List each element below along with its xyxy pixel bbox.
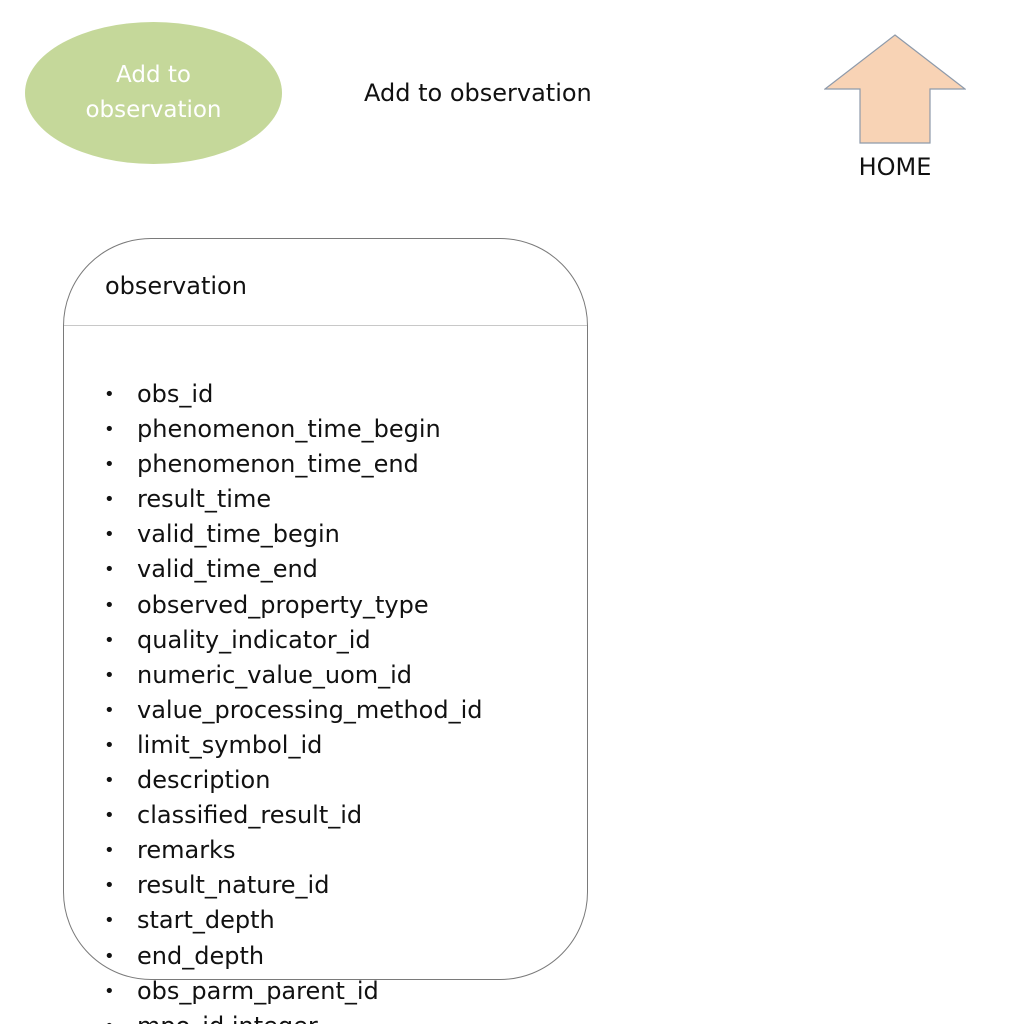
add-to-observation-button[interactable]: Add to observation (25, 22, 282, 164)
page-title: Add to observation (364, 79, 592, 107)
entity-field-name: classified_result_id (137, 801, 363, 830)
entity-field-name: obs_parm_parent_id (137, 976, 379, 1005)
home-label[interactable]: HOME (858, 153, 932, 181)
entity-field-name: remarks (137, 836, 236, 865)
home-arrow-shape (824, 34, 966, 144)
home-arrow-icon[interactable] (824, 34, 966, 146)
bullet-icon: • (104, 1009, 115, 1024)
bullet-icon: • (104, 770, 115, 792)
entity-field-name: result_nature_id (137, 871, 330, 900)
bullet-icon: • (104, 489, 115, 511)
bullet-icon: • (104, 875, 115, 897)
bullet-icon: • (104, 945, 115, 967)
entity-divider (64, 325, 587, 326)
add-to-observation-button-label: Add to observation (85, 62, 222, 123)
entity-field-name: quality_indicator_id (137, 625, 371, 654)
bullet-icon: • (104, 524, 115, 546)
entity-field-name: obs_id (137, 380, 214, 408)
bullet-icon: • (104, 629, 115, 651)
entity-field-name: observed_property_type (137, 590, 429, 619)
bullet-icon: • (104, 910, 115, 932)
bullet-icon: • (104, 454, 115, 476)
entity-field-name: numeric_value_uom_id (137, 660, 413, 689)
entity-field-name: result_time (137, 485, 272, 514)
entity-title: observation (105, 272, 247, 300)
entity-field-name: valid_time_end (137, 555, 318, 584)
entity-field-name: valid_time_begin (137, 520, 340, 549)
entity-field-name: phenomenon_time_begin (137, 415, 441, 444)
bullet-icon: • (104, 699, 115, 721)
entity-field-name: end_depth (137, 941, 265, 970)
entity-field-name: description (137, 766, 271, 795)
entity-field-name: value_processing_method_id (137, 695, 483, 724)
entity-field-name: mpo_id integer (137, 1009, 318, 1024)
entity-field-name: limit_symbol_id (137, 730, 323, 759)
entity-box-observation (63, 238, 588, 980)
bullet-icon: • (104, 419, 115, 441)
entity-field-name: phenomenon_time_end (137, 450, 419, 479)
bullet-icon: • (104, 980, 115, 1002)
bullet-icon: • (104, 594, 115, 616)
bullet-icon: • (104, 559, 115, 581)
bullet-icon: • (104, 384, 115, 405)
bullet-icon: • (104, 840, 115, 862)
bullet-icon: • (104, 734, 115, 756)
entity-field-name: start_depth (137, 906, 275, 935)
bullet-icon: • (104, 805, 115, 827)
bullet-icon: • (104, 664, 115, 686)
